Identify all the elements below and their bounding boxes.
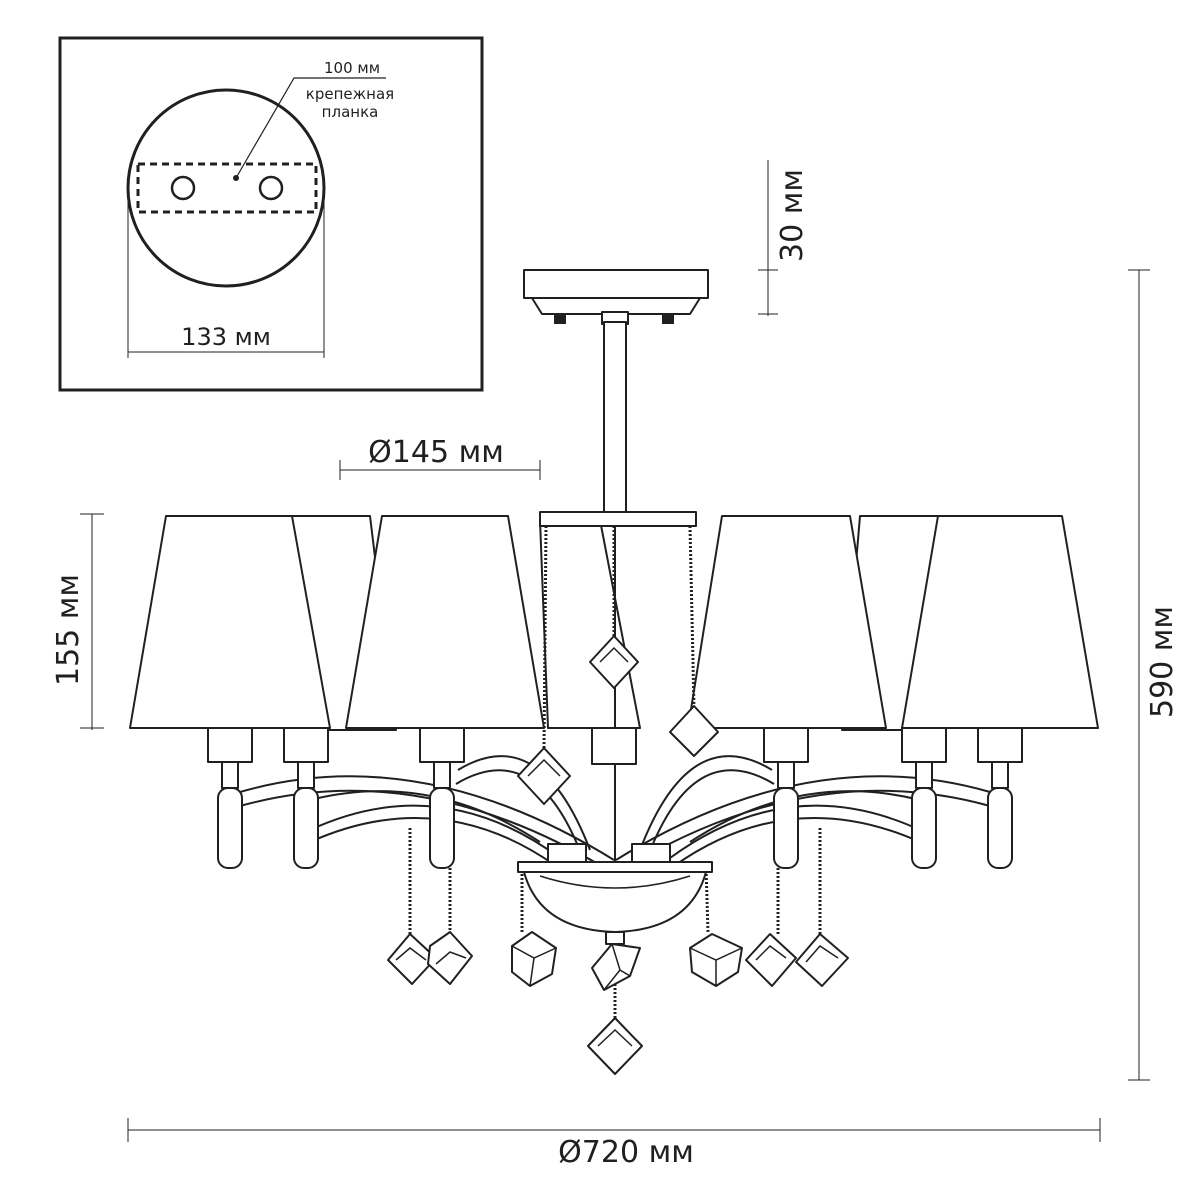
label-shade-diameter: Ø145 мм xyxy=(368,435,504,470)
canopy-screw-left xyxy=(554,314,566,324)
dimension-lines: 30 мм 590 мм 155 мм Ø145 мм Ø720 мм xyxy=(51,160,1180,1170)
crystal-upper-right xyxy=(669,705,719,757)
screw-hole-right xyxy=(258,175,284,201)
callout-leader xyxy=(235,77,386,179)
front-shades xyxy=(129,515,1099,729)
canopy-plate xyxy=(523,269,709,299)
cube-3 xyxy=(511,931,557,987)
socket-3 xyxy=(419,727,465,869)
label-spacing: 100 мм xyxy=(324,59,380,77)
label-plate-line1: крепежная xyxy=(306,85,394,103)
canopy-screw-right xyxy=(662,314,674,324)
label-base-diameter: 133 мм xyxy=(181,323,271,351)
inset-frame xyxy=(58,36,484,392)
label-total-diameter: Ø720 мм xyxy=(558,1135,694,1170)
stem xyxy=(603,321,627,513)
label-canopy-height: 30 мм xyxy=(775,169,810,262)
cube-1 xyxy=(387,933,437,985)
mounting-bracket xyxy=(136,162,318,214)
crystal-upper-center xyxy=(589,635,639,689)
mounting-inset: 100 мм крепежная планка 133 мм xyxy=(58,36,484,392)
cube-6 xyxy=(745,933,797,987)
socket-6 xyxy=(901,727,947,869)
canopy-skirt xyxy=(531,297,701,315)
central-bowl xyxy=(517,843,713,945)
socket-5 xyxy=(763,727,809,869)
cube-7 xyxy=(795,933,849,987)
candle-sockets xyxy=(207,727,1023,869)
crossbar xyxy=(539,511,697,527)
socket-4 xyxy=(591,727,637,765)
canopy xyxy=(523,269,709,872)
chandelier xyxy=(129,269,1099,1075)
crystal-bottom xyxy=(587,1017,643,1075)
cube-4 xyxy=(591,943,641,991)
crystal-upper-left xyxy=(517,747,571,805)
base-plate-circle xyxy=(126,88,326,288)
label-shade-height: 155 мм xyxy=(51,574,86,686)
label-total-height: 590 мм xyxy=(1145,606,1180,718)
cube-2 xyxy=(427,931,473,985)
socket-1 xyxy=(207,727,253,869)
shade-front-2 xyxy=(345,515,545,729)
socket-2 xyxy=(283,727,329,869)
screw-hole-left xyxy=(170,175,196,201)
shade-front-3 xyxy=(687,515,887,729)
shade-front-1 xyxy=(129,515,331,729)
shade-back-2 xyxy=(539,519,641,729)
crystals xyxy=(387,635,849,1075)
socket-7 xyxy=(977,727,1023,869)
label-plate-line2: планка xyxy=(322,103,379,121)
shade-front-4 xyxy=(901,515,1099,729)
cube-5 xyxy=(689,933,743,987)
